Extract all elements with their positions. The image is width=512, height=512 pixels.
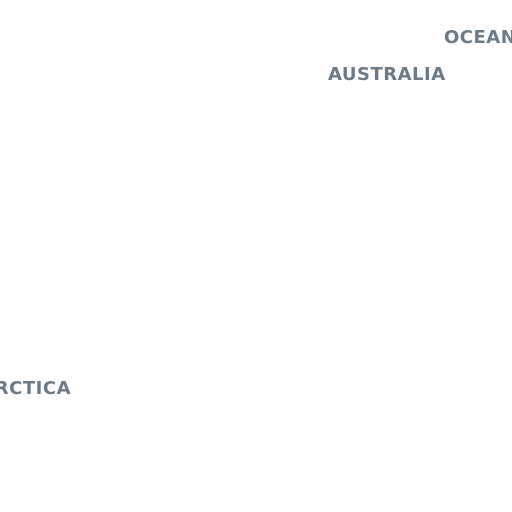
region-label-australia: AUSTRALIA — [328, 64, 446, 85]
region-label-oceania: OCEANIA — [444, 27, 512, 48]
region-label-antarctica: ANTARCTICA — [0, 378, 71, 399]
